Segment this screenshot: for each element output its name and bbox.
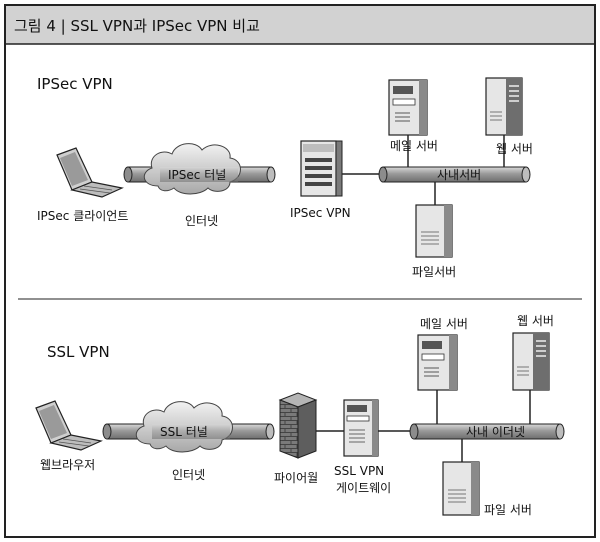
ipsec-client-label: IPSec 클라이언트 <box>37 209 128 223</box>
ipsec-tunnel-label: IPSec 터널 <box>168 168 226 182</box>
ipsec-mail-label: 메일 서버 <box>390 139 438 153</box>
ssl-client-label: 웹브라우저 <box>40 458 95 472</box>
mail-server-icon <box>388 79 428 136</box>
ssl-tunnel-label: SSL 터널 <box>160 425 208 439</box>
figure-title: 그림 4 | SSL VPN과 IPSec VPN 비교 <box>14 17 260 35</box>
ssl-lan-bus <box>409 423 565 440</box>
ssl-heading: SSL VPN <box>47 343 110 361</box>
ssl-lan-label: 사내 이더넷 <box>466 425 525 439</box>
file-server-icon <box>415 204 453 258</box>
laptop-icon <box>35 400 103 451</box>
ipsec-web-label: 웹 서버 <box>496 142 533 156</box>
mail-server-icon <box>417 334 458 391</box>
ssl-firewall-label: 파이어월 <box>274 471 318 485</box>
ssl-file-label: 파일 서버 <box>484 503 532 517</box>
internet-cloud-icon <box>143 143 241 195</box>
ipsec-internet-label: 인터넷 <box>185 214 218 228</box>
laptop-icon <box>56 147 124 198</box>
ipsec-file-label: 파일서버 <box>412 265 456 279</box>
web-server-icon <box>485 77 523 136</box>
ipsec-gateway-label: IPSec VPN <box>290 206 351 220</box>
vpn-gateway-icon <box>343 399 379 457</box>
title-bar <box>6 6 594 44</box>
internet-cloud-icon <box>135 401 233 453</box>
ssl-gateway-label-1: SSL VPN <box>334 464 384 478</box>
file-server-icon <box>442 461 480 516</box>
ssl-mail-label: 메일 서버 <box>420 317 468 331</box>
ipsec-lan-label: 사내서버 <box>437 168 481 182</box>
firewall-icon <box>278 392 318 459</box>
ipsec-heading: IPSec VPN <box>37 75 113 93</box>
web-server-icon <box>512 332 550 391</box>
ssl-gateway-label-2: 게이트웨이 <box>336 481 391 495</box>
ssl-internet-label: 인터넷 <box>172 468 205 482</box>
ssl-web-label: 웹 서버 <box>517 314 554 328</box>
vpn-gateway-icon <box>300 140 343 197</box>
ipsec-lan-bus <box>378 166 531 183</box>
